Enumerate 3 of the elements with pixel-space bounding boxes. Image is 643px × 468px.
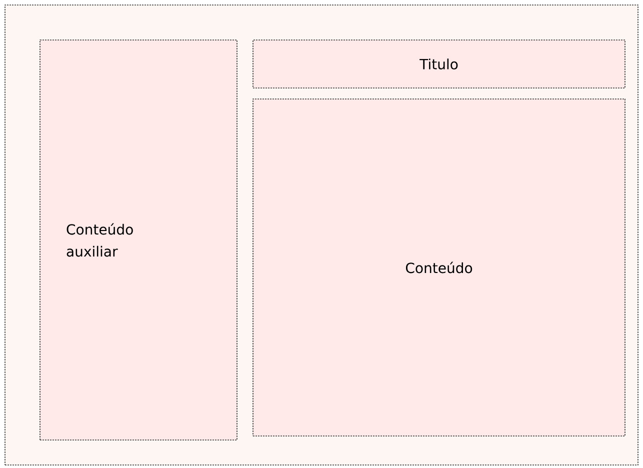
title-box: Titulo [252,40,626,88]
content-box: Conteúdo auxiliar [40,40,238,440]
content-box: Conteúdo [252,98,626,436]
